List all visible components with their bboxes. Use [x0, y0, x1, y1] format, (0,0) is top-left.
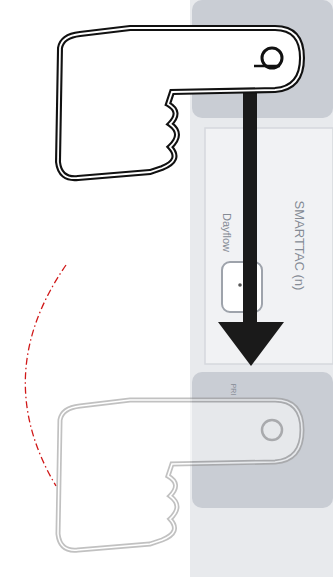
switch-dot — [238, 283, 242, 287]
arrow-shaft — [243, 90, 257, 324]
tag-brand-text: SMARTTAC (n) — [293, 200, 306, 290]
arrow-head — [218, 322, 284, 366]
tag-mark-text: PRI — [230, 383, 237, 395]
hand-end-position — [58, 400, 302, 550]
hand-start-position — [58, 28, 302, 178]
tag-model-text: Dayflow — [221, 212, 232, 251]
